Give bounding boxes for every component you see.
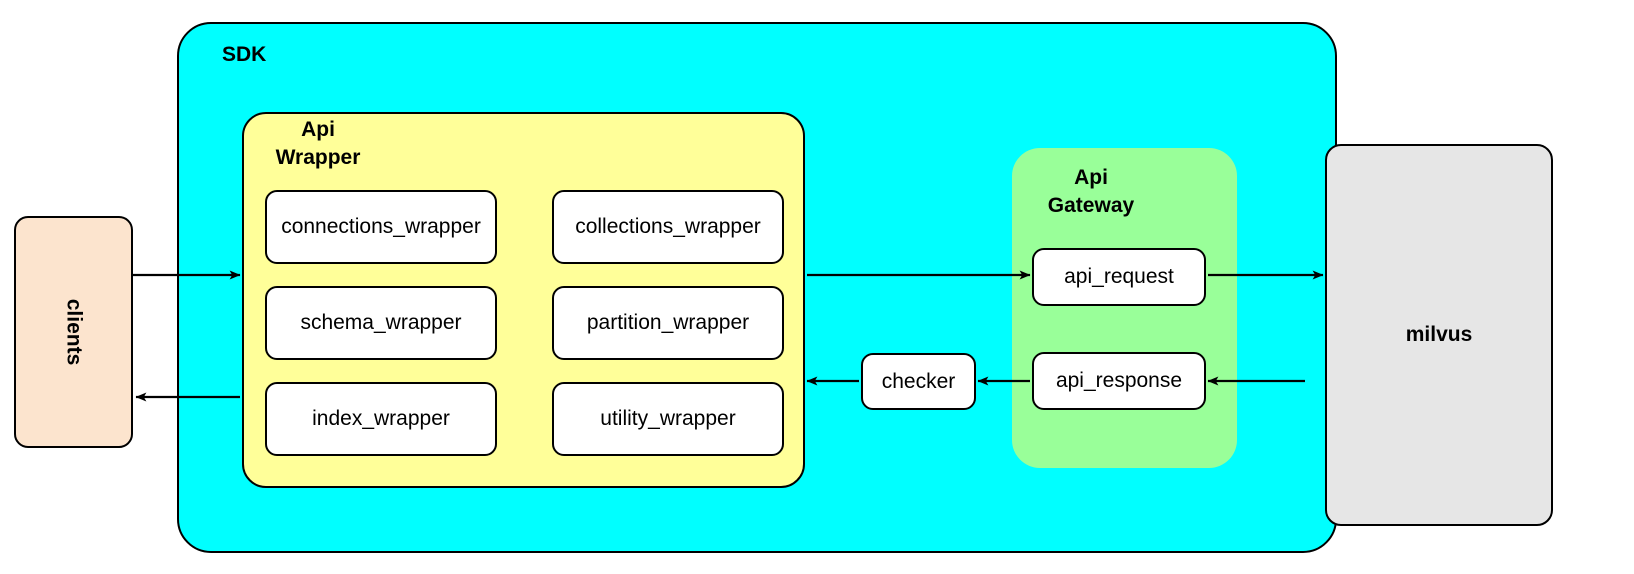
node-collections-wrapper[interactable]: collections_wrapper (552, 190, 784, 264)
node-api-request-label: api_request (1064, 265, 1174, 288)
container-sdk-title: SDK (222, 43, 267, 66)
container-api-gateway-title: Api Gateway (1047, 166, 1135, 217)
node-index-wrapper-label: index_wrapper (312, 407, 450, 430)
node-connections-wrapper-label: connections_wrapper (281, 215, 481, 238)
node-schema-wrapper[interactable]: schema_wrapper (265, 286, 497, 360)
container-api-gateway (1012, 148, 1237, 468)
node-checker-label: checker (881, 369, 956, 393)
node-collections-wrapper-label: collections_wrapper (575, 215, 761, 238)
node-api-request[interactable]: api_request (1032, 248, 1206, 306)
node-checker[interactable]: checker (861, 353, 976, 410)
node-clients-label: clients (62, 298, 86, 366)
node-schema-wrapper-label: schema_wrapper (300, 311, 462, 334)
node-index-wrapper[interactable]: index_wrapper (265, 382, 497, 456)
node-partition-wrapper-label: partition_wrapper (586, 311, 750, 334)
node-milvus-label: milvus (1405, 323, 1473, 346)
node-milvus[interactable]: milvus (1325, 144, 1553, 526)
node-clients[interactable]: clients (14, 216, 133, 448)
container-api-wrapper-title: Api Wrapper (275, 118, 361, 169)
node-api-response-label: api_response (1055, 369, 1183, 392)
node-utility-wrapper[interactable]: utility_wrapper (552, 382, 784, 456)
node-utility-wrapper-label: utility_wrapper (600, 407, 736, 430)
node-connections-wrapper[interactable]: connections_wrapper (265, 190, 497, 264)
node-api-response[interactable]: api_response (1032, 352, 1206, 410)
node-partition-wrapper[interactable]: partition_wrapper (552, 286, 784, 360)
